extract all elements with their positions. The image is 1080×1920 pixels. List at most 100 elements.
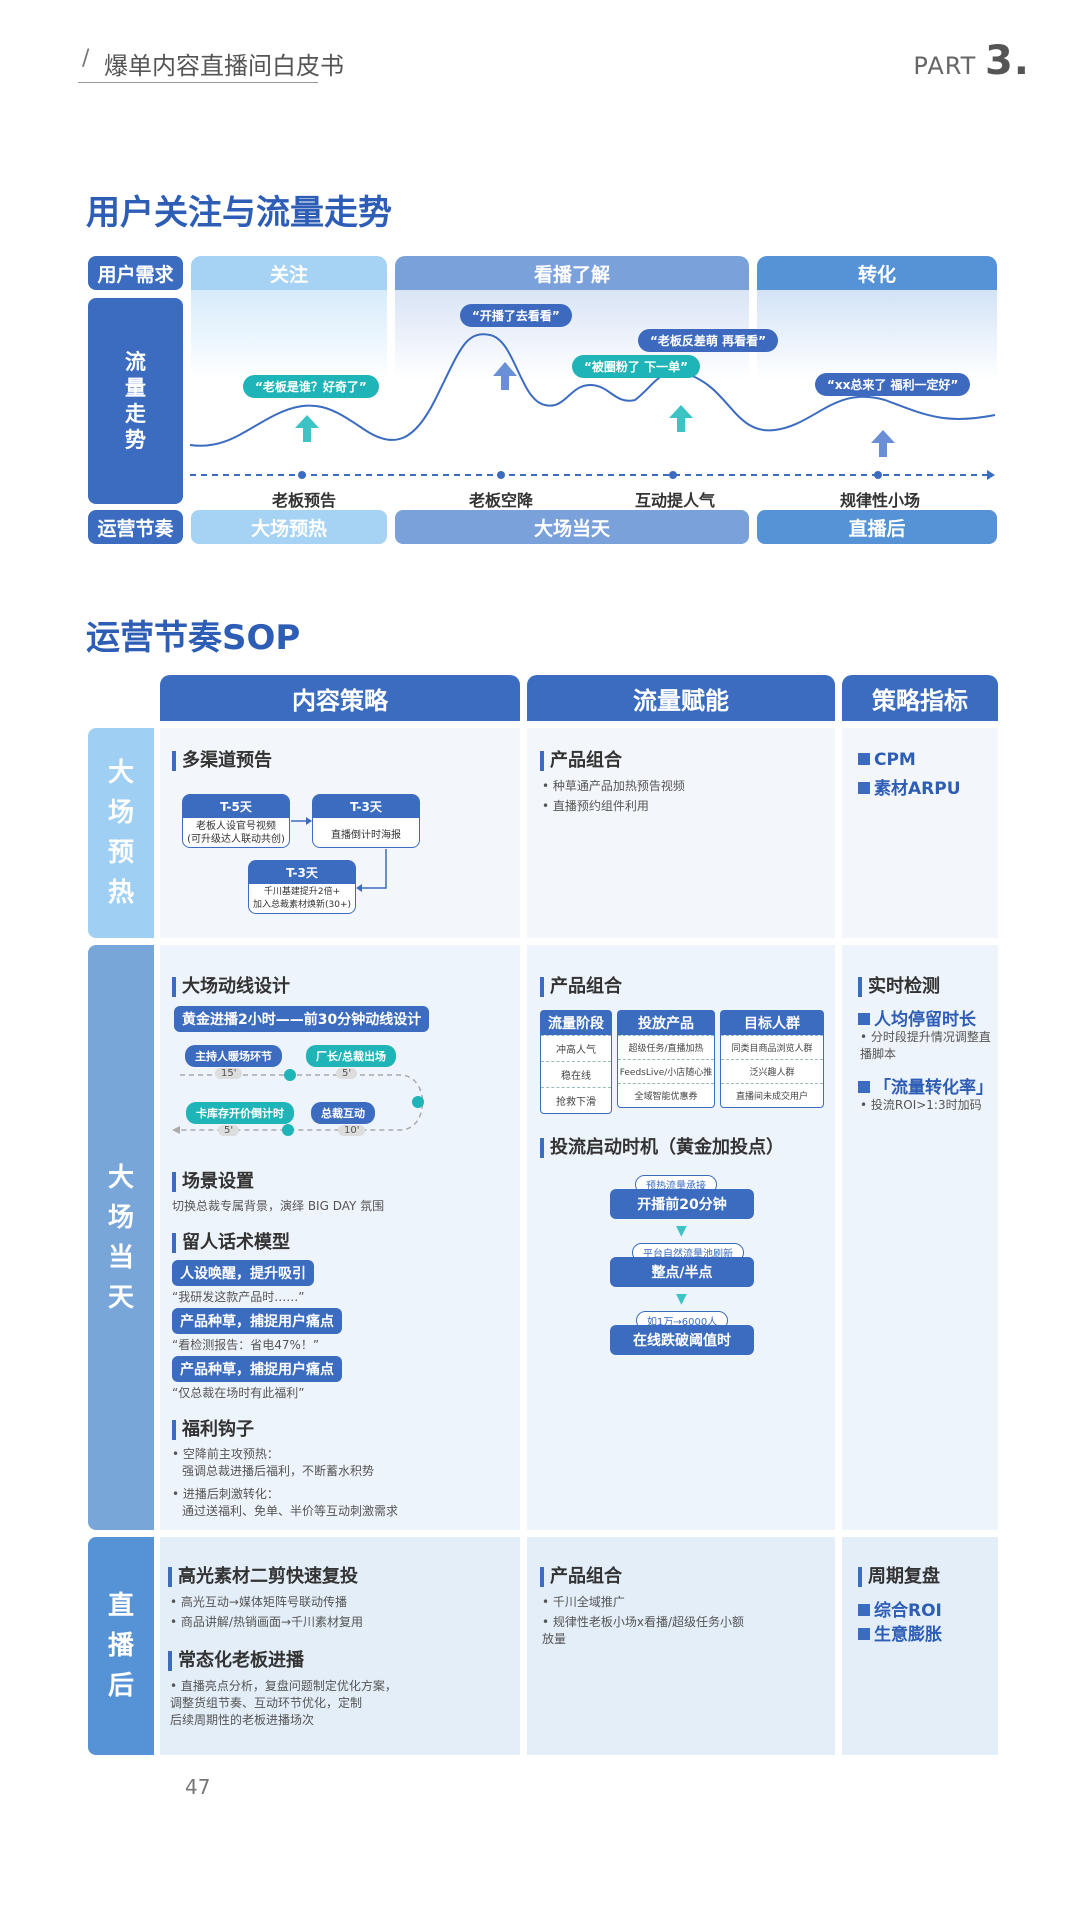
pre-t1-box: T-5天老板人设官号视频 (可升级达人联动共创) (182, 794, 290, 848)
day-metric-stay-desc: • 分时段提升情况调整直播脚本 (860, 1030, 991, 1061)
bullet-text: 空降前主攻预热： (182, 1447, 279, 1461)
flow-table-cell: 泛兴趣人群 (721, 1059, 823, 1083)
route-step-duration: 5' (336, 1068, 358, 1079)
pre-metric-arpu: 素材ARPU (858, 774, 961, 799)
arrow-head (306, 817, 312, 825)
need-watch: 看播了解 (395, 256, 749, 290)
route-end-arrow (172, 1126, 180, 1134)
need-follow: 关注 (191, 256, 387, 290)
cell-pre-flow (527, 728, 835, 938)
flow-table-cell: 直播间未成交用户 (721, 1083, 823, 1107)
flow-table-stage: 流量阶段 冲高人气 稳在线 抢救下滑 (540, 1010, 612, 1114)
cell-post-metric (842, 1537, 998, 1755)
route-step-host: 主持人暖场环节 (185, 1045, 282, 1067)
pre-metric-cpm: CPM (858, 750, 916, 770)
pre-flow-heading: 产品组合 (540, 751, 622, 771)
arrow-head (356, 884, 362, 892)
post-metric-growth: 生意膨胀 (858, 1620, 942, 1645)
route-chevron-icon (412, 1096, 424, 1108)
pre-t2-title: T-3天 (313, 795, 419, 818)
flow-table-cell: 超级任务/直播加热 (618, 1035, 714, 1059)
bubble-boss-cute: “老板反差萌 再看看” (638, 329, 778, 352)
row-label-traffic: 流 量 走 势 (88, 298, 183, 504)
post-content-bullet: • 商品讲解/热销画面→千川素材复用 (170, 1615, 364, 1629)
header-divider (78, 82, 318, 83)
route-chevron-icon (282, 1124, 294, 1136)
flow-table-product: 投放产品 超级任务/直播加热 FeedsLive/小店随心推 全域智能优惠券 (617, 1010, 715, 1108)
post-flow-bullet: • 规律性老板小场x看播/超级任务小额放量 (542, 1615, 745, 1646)
retain-tag: 产品种草，捕捉用户痛点 (172, 1356, 342, 1382)
pre-t2-desc: 直播倒计时海报 (331, 830, 401, 841)
part-number: 3. (984, 38, 1030, 84)
route-step-duration: 15' (215, 1068, 243, 1079)
timing-step: 整点/半点 (610, 1257, 754, 1287)
pre-flow-bullet: • 种草通产品加热预告视频 (542, 779, 685, 793)
pre-t3-box: T-3天千川基建提升2倍+ 加入总裁素材焕新(30+) (248, 860, 356, 914)
pre-t1-title: T-5天 (183, 795, 289, 818)
flow-table-cell: 全域智能优惠券 (618, 1083, 714, 1107)
bullet-text: 分时段提升情况调整直播脚本 (860, 1030, 991, 1061)
pre-t2-box: T-3天直播倒计时海报 (312, 794, 420, 848)
up-arrow-icon (295, 415, 319, 442)
flow-table-cell: 抢救下滑 (541, 1087, 611, 1113)
post-flow-bullet: • 千川全域推广 (542, 1595, 625, 1609)
milestone-dot (669, 471, 677, 479)
milestone-label: 互动提人气 (635, 491, 716, 510)
flow-table-cell: 稳在线 (541, 1061, 611, 1087)
retain-tag: 人设唤醒，提升吸引 (172, 1260, 314, 1286)
pre-content-heading: 多渠道预告 (172, 751, 272, 771)
post-content-heading-2: 常态化老板进播 (168, 1651, 304, 1671)
bullet-text: 直播预约组件利用 (552, 799, 649, 813)
retain-quote: “看检测报告：省电47%！” (172, 1338, 320, 1352)
post-flow-heading: 产品组合 (540, 1567, 622, 1587)
header-title: 爆单内容直播间白皮书 (104, 52, 344, 80)
cell-post-flow (527, 1537, 835, 1755)
row-pre-label: 大 场 预 热 (88, 728, 154, 938)
flow-table-header: 目标人群 (721, 1011, 823, 1035)
route-step-duration: 10' (338, 1125, 366, 1136)
bullet-text: 规律性老板小场x看播/超级任务小额放量 (542, 1615, 745, 1646)
flow-table-cell: 同类目商品浏览人群 (721, 1035, 823, 1059)
flow-table-header: 投放产品 (618, 1011, 714, 1035)
traffic-curve-chart (189, 333, 996, 480)
day-scene-desc: 切换总裁专属背景，演绎 BIG DAY 氛围 (172, 1199, 385, 1213)
milestone-dot (497, 471, 505, 479)
milestone-dot (874, 471, 882, 479)
up-arrow-icon (493, 362, 517, 390)
row-day-label: 大 场 当 天 (88, 945, 154, 1530)
route-step-ceo-enter: 厂长/总裁出场 (306, 1045, 397, 1067)
bullet-text: 直播亮点分析，复盘问题制定优化方案， 调整货组节奏、互动环节优化，定制 后续周期… (170, 1679, 397, 1727)
bullet-text: 进播后刺激转化： (182, 1487, 279, 1501)
day-flow-heading-1: 产品组合 (540, 977, 622, 997)
bullet-text: 千川全域推广 (552, 1595, 625, 1609)
day-content-heading-2: 场景设置 (172, 1172, 254, 1192)
need-follow-fade (191, 290, 387, 380)
post-metric-heading: 周期复盘 (858, 1567, 940, 1587)
need-convert-fade (757, 290, 997, 380)
col-flow: 流量赋能 (527, 675, 835, 721)
route-chevron-icon (284, 1069, 296, 1081)
bullet-text: 投流ROI>1:3时加码 (870, 1098, 982, 1112)
chevron-down-icon: ▼ (676, 1291, 687, 1307)
pre-t1-desc: 老板人设官号视频 (可升级达人联动共创) (187, 821, 285, 845)
bubble-who-boss: “老板是谁？好奇了” (243, 375, 379, 398)
bullet-text: 高光互动→媒体矩阵号联动传播 (180, 1595, 347, 1609)
day-content-heading-1: 大场动线设计 (172, 977, 290, 997)
milestone-label: 老板空降 (469, 491, 534, 510)
cell-post-content (160, 1537, 520, 1755)
welfare-detail: 通过送福利、免单、半价等互动刺激需求 (182, 1504, 399, 1518)
row-post-label: 直 播 后 (88, 1537, 154, 1755)
day-metric-heading: 实时检测 (858, 977, 940, 997)
route-step-duration: 5' (218, 1125, 240, 1136)
bubble-live-start: “开播了去看看” (460, 304, 572, 327)
section2-title: 运营节奏SOP (86, 618, 301, 658)
day-metric-conversion-desc: • 投流ROI>1:3时加码 (860, 1098, 982, 1112)
day-content-heading-4: 福利钩子 (172, 1420, 254, 1440)
pre-flow-arrows (291, 817, 387, 892)
row-label-rhythm: 运营节奏 (88, 510, 183, 544)
bullet-text: 种草通产品加热预告视频 (552, 779, 685, 793)
post-content-desc: • 直播亮点分析，复盘问题制定优化方案， 调整货组节奏、互动环节优化，定制 后续… (170, 1679, 397, 1727)
pre-t3-desc: 千川基建提升2倍+ 加入总裁素材焕新(30+) (252, 887, 352, 910)
day-golden-tag: 黄金进播2小时——前30分钟动线设计 (174, 1006, 430, 1032)
welfare-bullet: • 进播后刺激转化： (172, 1487, 279, 1501)
